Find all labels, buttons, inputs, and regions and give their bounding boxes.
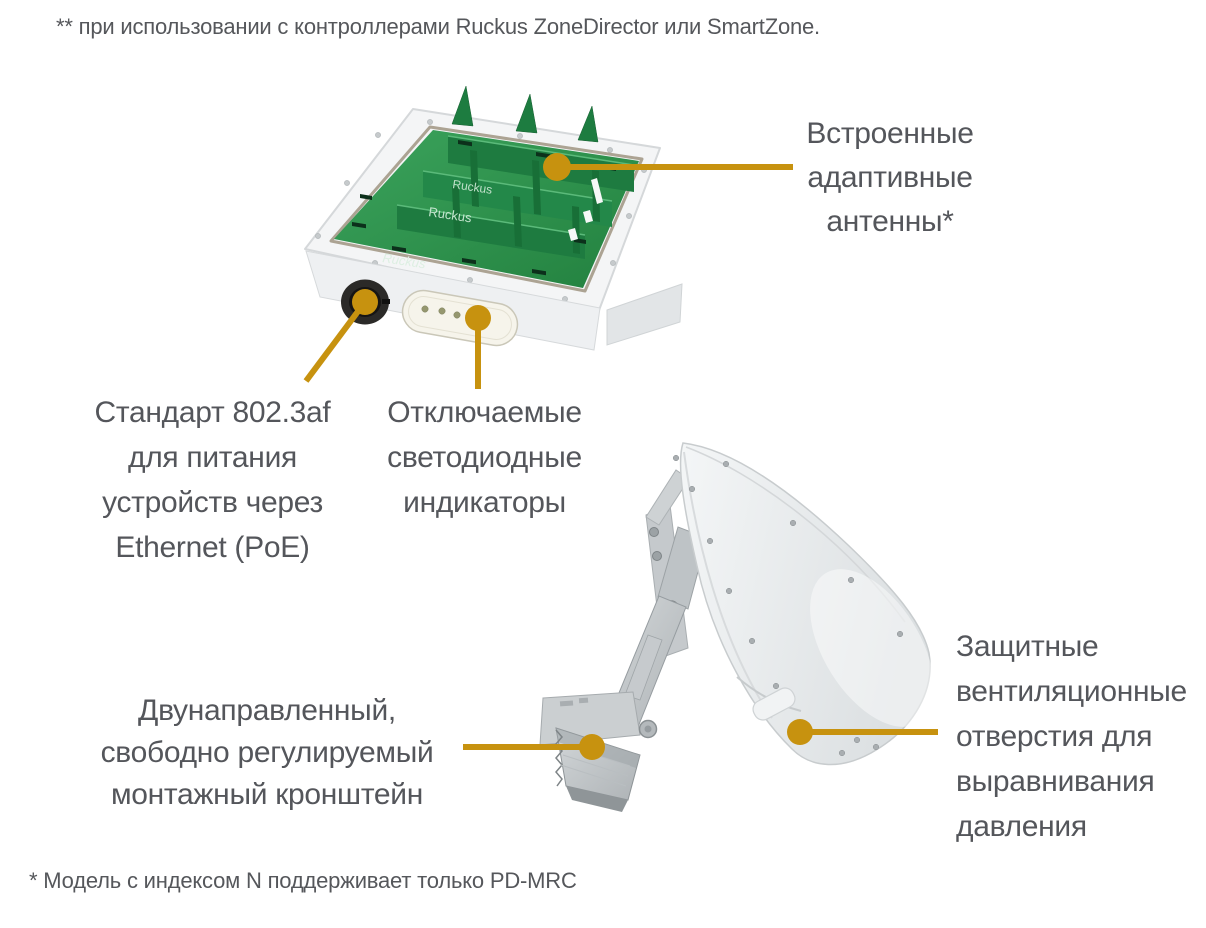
callout-label-line: Стандарт 802.3af (94, 396, 331, 429)
bracket-arm-slot (624, 634, 663, 701)
bracket-bolt (649, 527, 659, 537)
callout-label-antennas: Встроенные адаптивные антенны* (770, 112, 1010, 244)
callout-label-bracket: Двунаправленный, свободно регулируемый м… (68, 690, 466, 816)
led-panel (401, 289, 519, 347)
pcb-brand-print: Ruckus (428, 204, 474, 225)
vent-tab (752, 687, 796, 721)
radome (679, 442, 931, 766)
callout-label-line: для питания (128, 441, 297, 474)
callout-label-line: Встроенные (806, 117, 974, 150)
callout-label-line: Защитные (956, 630, 1099, 663)
clamp-plate-slot (559, 700, 574, 707)
bracket-bolt (652, 551, 662, 561)
callout-dot-poe (352, 289, 378, 315)
callout-line-poe (303, 300, 368, 383)
callout-label-line: адаптивные (807, 161, 973, 194)
callout-dot-bracket (579, 734, 605, 760)
footnote-controllers: ** при использовании с контроллерами Ruc… (56, 14, 820, 39)
callout-label-line: отверстия для (956, 720, 1153, 753)
callout-label-leds: Отключаемые светодиодные индикаторы (362, 390, 607, 525)
clamp-hex-bolt-center (644, 725, 652, 733)
radome-highlight (810, 569, 934, 727)
radome-screws (672, 454, 904, 757)
pcb-brand-print: Ruckus (452, 177, 494, 197)
ap-mounted-device-illustration (539, 442, 934, 812)
callout-label-line: Ethernet (PoE) (115, 531, 310, 564)
clamp-plate-slot (578, 697, 589, 704)
clamp-serrations (555, 729, 563, 787)
radome-right-crease (685, 446, 906, 623)
callout-label-line: свободно регулируемый (100, 736, 434, 769)
callout-dot-leds (465, 305, 491, 331)
callout-dot-vents (787, 719, 813, 745)
clamp-bottom-face (566, 786, 628, 812)
ap-housing-side-right (606, 283, 683, 346)
callout-label-vents: Защитные вентиляционные отверстия для вы… (956, 624, 1201, 849)
antenna-fin-tips (451, 85, 599, 143)
callout-label-poe: Стандарт 802.3af для питания устройств ч… (60, 390, 365, 570)
pcb-slots-dark (352, 140, 616, 276)
callout-label-line: светодиодные (387, 441, 582, 474)
radome-left-crease (683, 451, 773, 719)
pcb-slots-white (568, 178, 603, 241)
callout-label-line: индикаторы (403, 486, 566, 519)
callout-label-line: выравнивания (956, 765, 1155, 798)
pcb-brand-logo: Ruckus (382, 250, 428, 271)
callout-label-line: монтажный кронштейн (110, 778, 424, 811)
footnote-model-index: * Модель с индексом N поддерживает тольк… (29, 868, 577, 893)
callout-graphics (303, 153, 938, 760)
callout-label-line: антенны* (826, 205, 954, 238)
callout-label-line: Двунаправленный, (138, 694, 396, 727)
callout-label-line: вентиляционные (956, 675, 1187, 708)
callout-label-line: Отключаемые (387, 396, 582, 429)
pcb-gasket-rim (329, 125, 644, 293)
led-indicators (421, 305, 461, 319)
callout-dot-antennas (543, 153, 571, 181)
callout-label-line: давления (956, 810, 1087, 843)
callout-label-line: устройств через (102, 486, 323, 519)
